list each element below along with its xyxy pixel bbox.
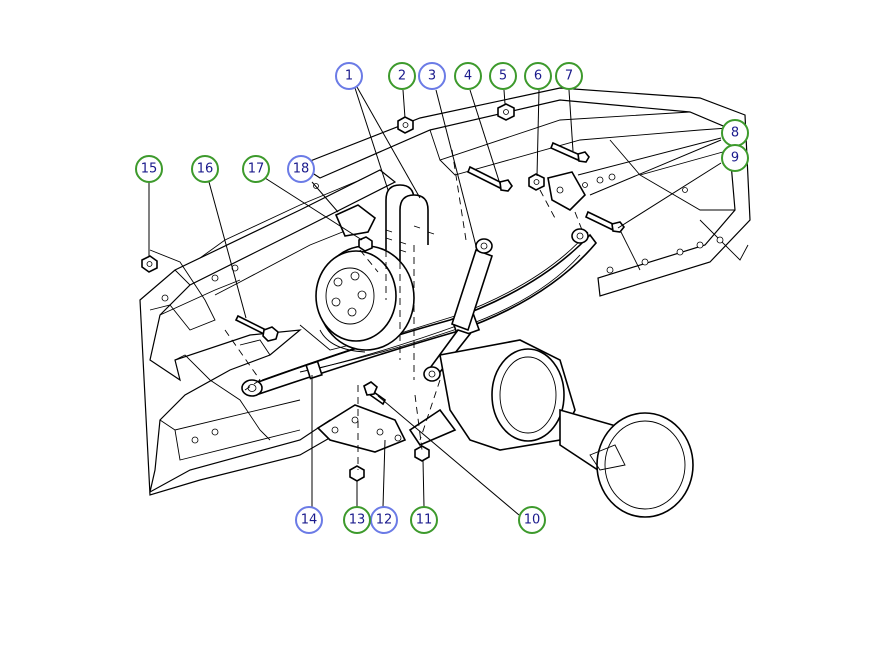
callout-4-number: 4 [464,69,472,84]
fasteners [141,103,626,482]
callout-6: 6 [524,62,552,90]
callout-13-ring [343,506,371,534]
callout-15-number: 15 [141,162,158,177]
callout-16: 16 [191,155,219,183]
callout-7-ring [555,62,583,90]
callout-14-ring [295,506,323,534]
callout-16-ring [191,155,219,183]
callout-5: 5 [489,62,517,90]
callout-6-ring [524,62,552,90]
callout-12: 12 [370,506,398,534]
callout-8: 8 [721,119,749,147]
callout-11-ring [410,506,438,534]
callout-3: 3 [418,62,446,90]
callout-11: 11 [410,506,438,534]
brake-drum [315,245,415,353]
u-bolts [385,184,435,262]
callout-7-number: 7 [565,69,573,84]
callout-13-number: 13 [349,513,366,528]
callout-9-number: 9 [731,151,739,166]
callout-1-number: 1 [345,69,353,84]
callout-2-number: 2 [398,69,406,84]
callout-2-ring [388,62,416,90]
callout-15: 15 [135,155,163,183]
callout-4: 4 [454,62,482,90]
callout-10-number: 10 [524,513,541,528]
callout-8-number: 8 [731,126,739,141]
callout-5-ring [489,62,517,90]
callout-18-number: 18 [293,162,310,177]
rear-axle [408,339,694,518]
callout-1: 1 [335,62,363,90]
spring-plate [316,404,407,453]
callout-15-ring [135,155,163,183]
shock-absorber [423,238,493,382]
callout-6-number: 6 [534,69,542,84]
callout-3-number: 3 [428,69,436,84]
callout-2: 2 [388,62,416,90]
alignment-lines [224,149,583,470]
callout-14: 14 [295,506,323,534]
callout-4-ring [454,62,482,90]
leader-lines [148,86,722,516]
callout-1-ring [335,62,363,90]
spring-hanger-bracket [547,171,586,211]
callout-7: 7 [555,62,583,90]
callout-16-number: 16 [197,162,214,177]
callout-10: 10 [518,506,546,534]
callout-11-number: 11 [416,513,433,528]
callout-18: 18 [287,155,315,183]
callout-9: 9 [721,144,749,172]
callout-13: 13 [343,506,371,534]
callout-18-ring [287,155,315,183]
callout-17: 17 [242,155,270,183]
callout-9-ring [721,144,749,172]
callout-10-ring [518,506,546,534]
front-spring-bracket [334,204,377,237]
callout-3-ring [418,62,446,90]
callout-14-number: 14 [301,513,318,528]
callout-12-number: 12 [376,513,393,528]
vehicle-frame [139,87,751,496]
callout-17-ring [242,155,270,183]
callout-17-number: 17 [248,162,265,177]
callout-5-number: 5 [499,69,507,84]
